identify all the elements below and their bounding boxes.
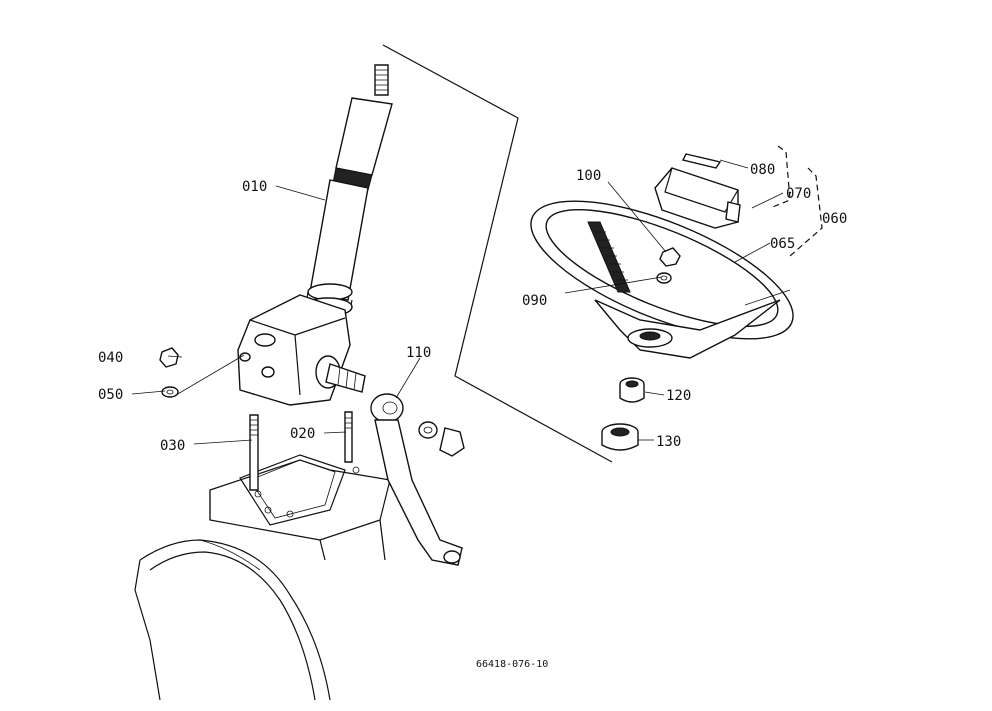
figure-code: 66418-076-10	[476, 659, 548, 670]
steering-gearbox	[237, 294, 366, 406]
label-090: 090	[522, 293, 547, 309]
dash-panel	[209, 454, 391, 561]
label-065: 065	[770, 236, 795, 252]
label-050: 050	[98, 387, 123, 403]
label-100: 100	[576, 168, 601, 184]
leader-lines	[131, 159, 784, 445]
label-080: 080	[750, 162, 775, 178]
label-030: 030	[160, 438, 185, 454]
bushings	[601, 377, 645, 451]
label-010: 010	[242, 179, 267, 195]
label-060: 060	[822, 211, 847, 227]
label-070: 070	[786, 186, 811, 202]
group-brackets-dashed	[769, 145, 823, 257]
pitman-arm	[370, 393, 465, 566]
label-040: 040	[98, 350, 123, 366]
label-110: 110	[406, 345, 431, 361]
stud-bolts	[249, 411, 353, 491]
steering-wheel	[530, 200, 794, 359]
steering-column	[303, 64, 393, 317]
label-130: 130	[656, 434, 681, 450]
group-bracket	[382, 44, 613, 463]
center-cap	[654, 153, 741, 284]
label-020: 020	[290, 426, 315, 442]
hood-outline	[134, 539, 331, 701]
label-120: 120	[666, 388, 691, 404]
nut-washer-left	[159, 347, 179, 398]
